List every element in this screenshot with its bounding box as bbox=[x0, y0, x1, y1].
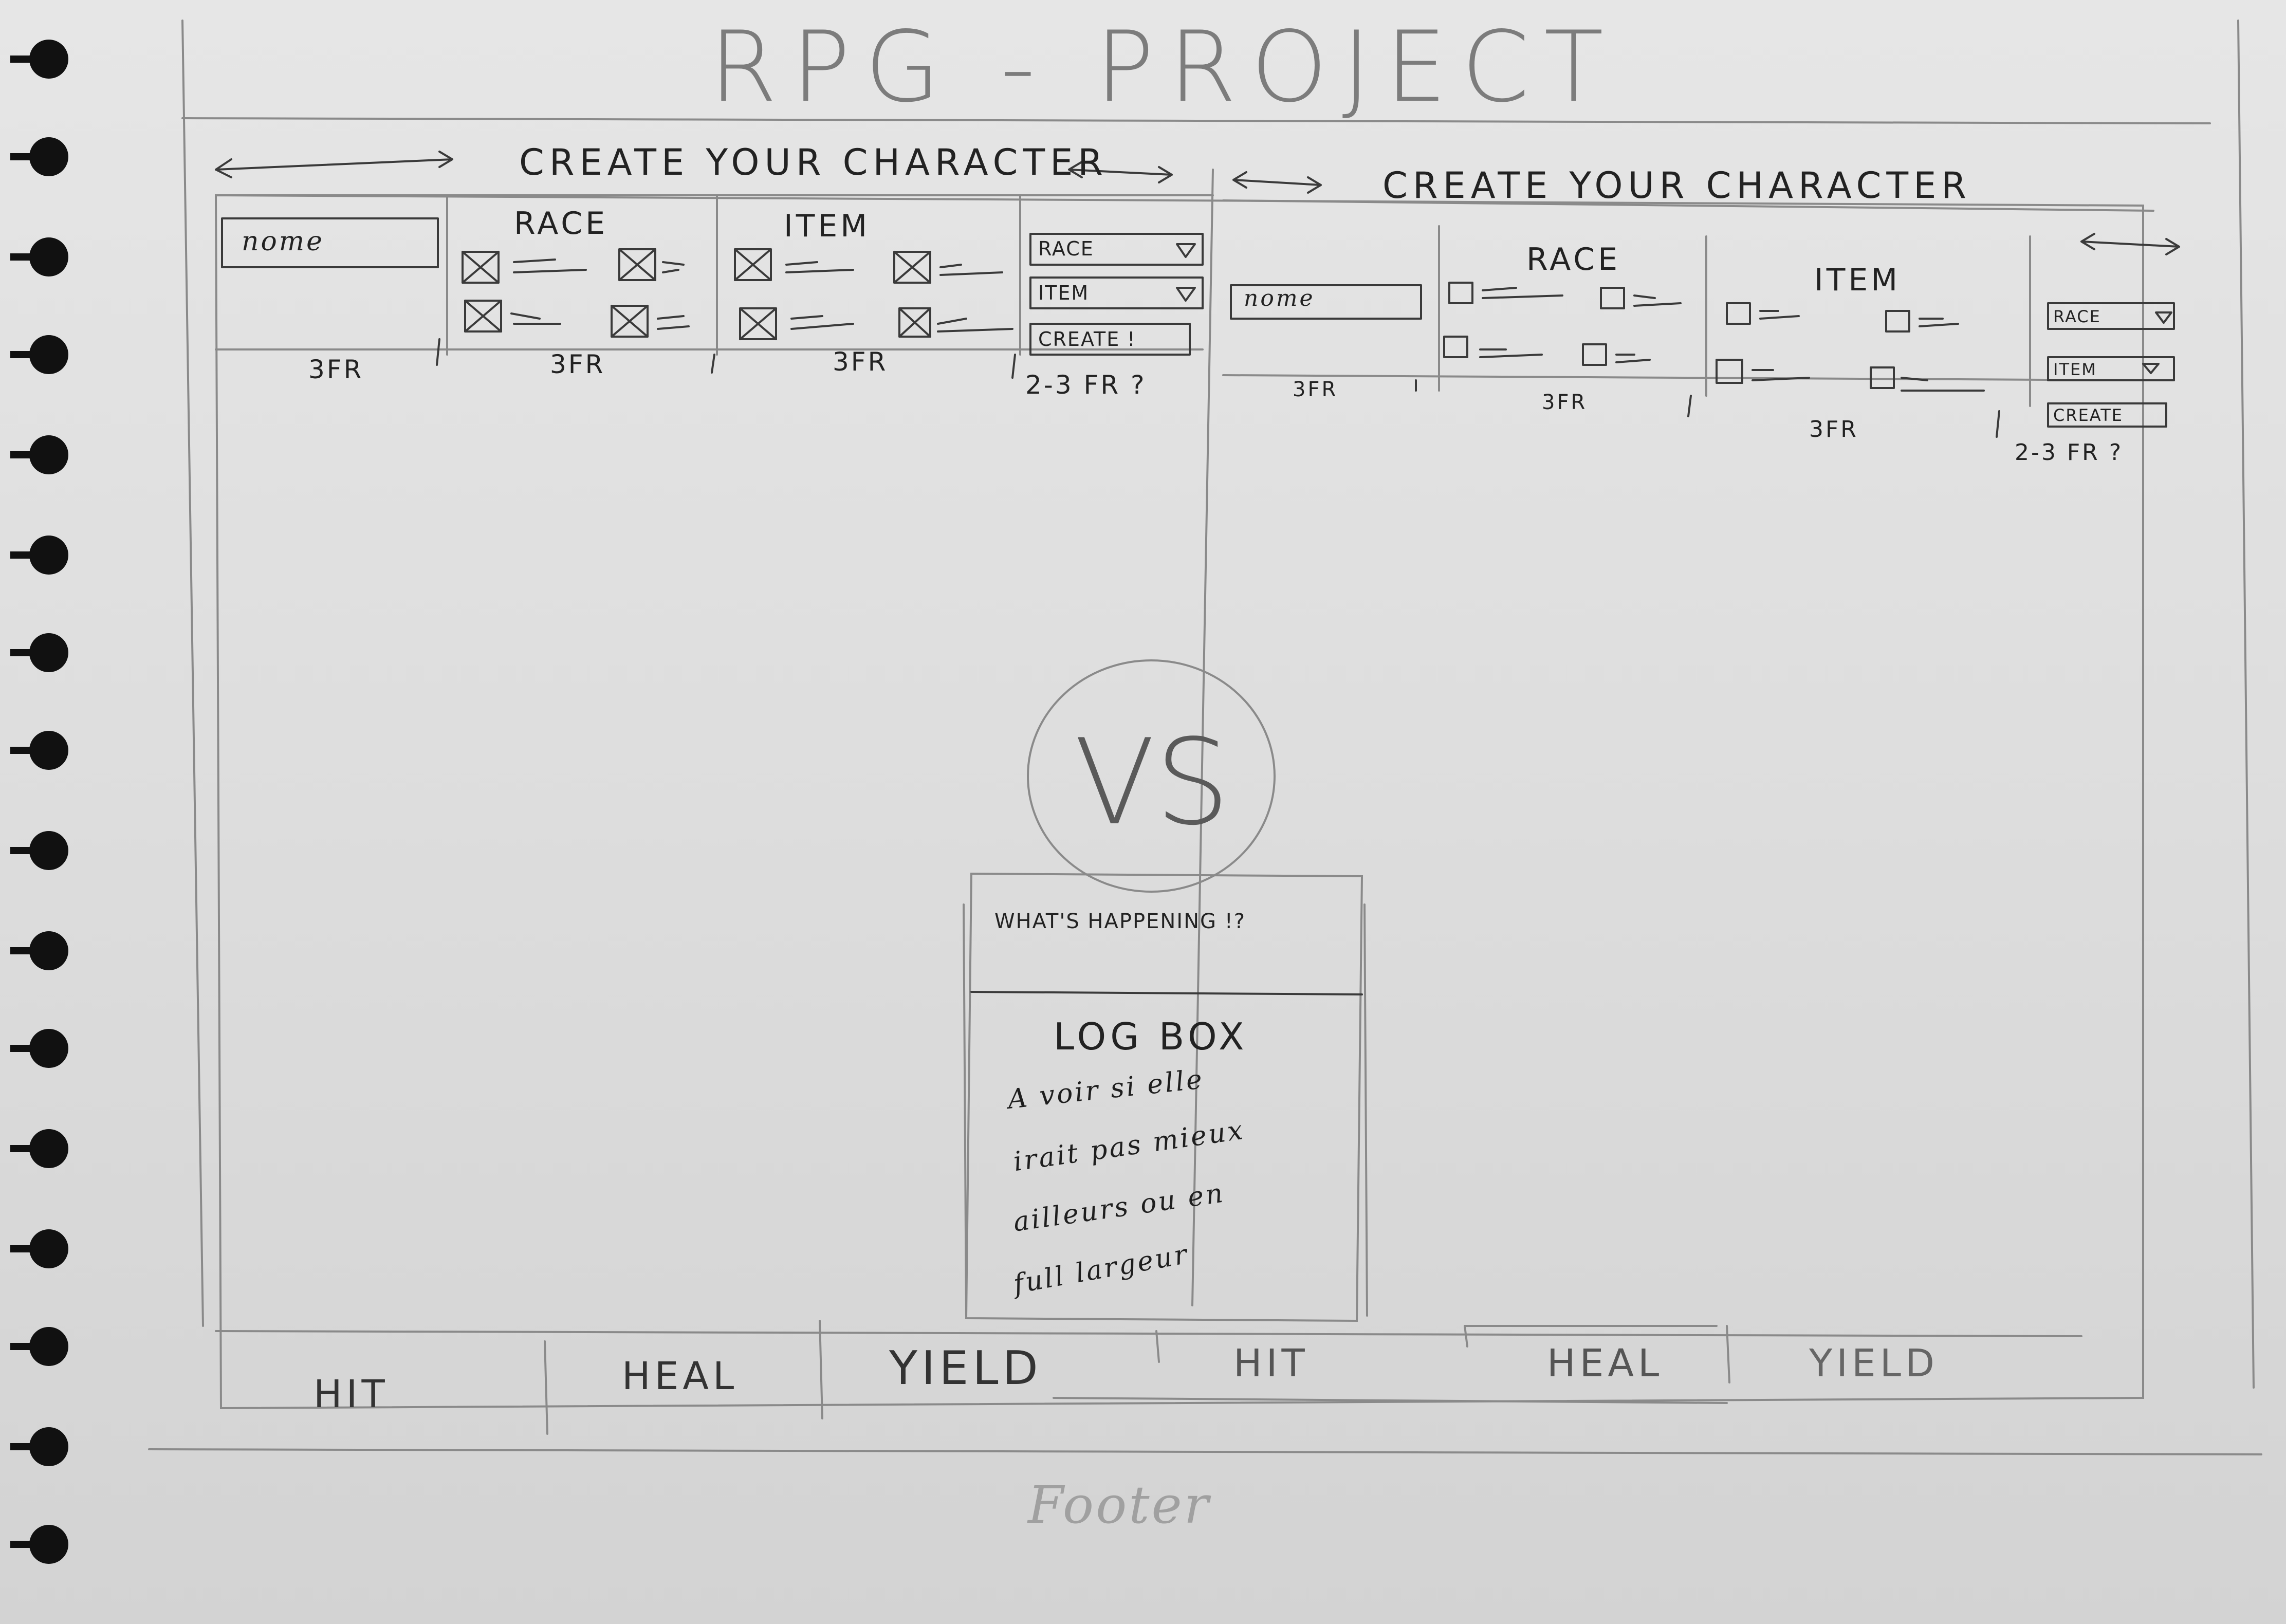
right-width-label: 3FR bbox=[1542, 391, 1588, 414]
page-title: RPG - PROJECT bbox=[709, 10, 1618, 124]
right-width-label: 2-3 FR ? bbox=[2015, 439, 2124, 466]
p2-yield-button[interactable]: YIELD bbox=[1809, 1341, 1939, 1386]
left-width-label: 2-3 FR ? bbox=[1025, 370, 1147, 400]
left-width-label: 3FR bbox=[308, 355, 364, 384]
vs-label: VS bbox=[1074, 714, 1230, 852]
right-race-label: RACE bbox=[1526, 242, 1621, 278]
dropdown-arrow-icon bbox=[1176, 243, 1196, 258]
right-width-label: 3FR bbox=[1293, 378, 1338, 401]
p1-hit-button[interactable]: HIT bbox=[314, 1372, 389, 1416]
arrow-icon bbox=[215, 151, 453, 178]
left-item-label: ITEM bbox=[784, 208, 871, 244]
image-placeholder-icon bbox=[462, 248, 931, 340]
right-panel-header: CREATE YOUR CHARACTER bbox=[1382, 164, 1971, 207]
left-name-input[interactable]: nome bbox=[242, 226, 324, 257]
left-panel-header: CREATE YOUR CHARACTER bbox=[519, 141, 1108, 183]
right-item-label: ITEM bbox=[1814, 262, 1901, 298]
right-create-button[interactable]: CREATE bbox=[2053, 405, 2123, 425]
left-race-select[interactable]: RACE bbox=[1038, 237, 1094, 260]
log-box-header: WHAT'S HAPPENING !? bbox=[994, 910, 1246, 933]
right-race-select[interactable]: RACE bbox=[2053, 307, 2101, 326]
right-name-input[interactable]: nome bbox=[1244, 285, 1315, 311]
left-width-label: 3FR bbox=[550, 349, 605, 379]
p1-heal-button[interactable]: HEAL bbox=[622, 1354, 739, 1398]
footer-label: Footer bbox=[1028, 1475, 1211, 1535]
vs-circle bbox=[1027, 659, 1276, 893]
p2-hit-button[interactable]: HIT bbox=[1233, 1341, 1309, 1386]
left-item-select[interactable]: ITEM bbox=[1038, 282, 1090, 304]
left-create-button[interactable]: CREATE ! bbox=[1038, 328, 1136, 350]
right-item-select[interactable]: ITEM bbox=[2053, 360, 2097, 379]
spiral-binding-icon bbox=[10, 40, 68, 1564]
p1-yield-button[interactable]: YIELD bbox=[889, 1341, 1042, 1395]
left-width-label: 3FR bbox=[833, 347, 888, 377]
p2-heal-button[interactable]: HEAL bbox=[1547, 1341, 1664, 1386]
right-width-label: 3FR bbox=[1809, 416, 1858, 442]
left-race-label: RACE bbox=[514, 206, 609, 242]
log-box-title: LOG BOX bbox=[1054, 1015, 1248, 1058]
